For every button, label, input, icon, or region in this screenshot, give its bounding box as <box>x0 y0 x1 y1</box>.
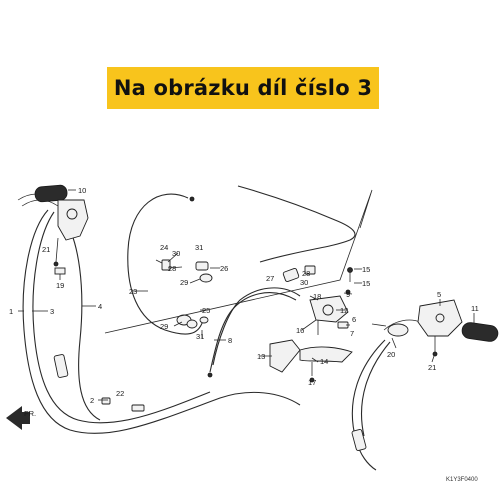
callout-7: 7 <box>350 329 354 338</box>
diagram-code: K1Y3F0400 <box>446 477 478 483</box>
callout-28: 28 <box>168 264 176 273</box>
callout-6: 6 <box>352 315 356 324</box>
brake-lever-bracket <box>282 265 353 335</box>
adjuster-nut <box>195 261 209 271</box>
callout-31-bottom: 31 <box>196 332 204 341</box>
right-handlebar-assembly <box>351 299 499 471</box>
callout-31-top: 31 <box>195 243 203 252</box>
callout-21-right: 21 <box>428 363 436 372</box>
callout-30-top: 30 <box>172 249 180 258</box>
callout-5: 5 <box>437 290 441 299</box>
callout-29-top: 29 <box>180 278 188 287</box>
callout-19: 19 <box>56 281 64 290</box>
callout-20: 20 <box>387 350 395 359</box>
callout-2: 2 <box>90 396 94 405</box>
callout-22: 22 <box>116 389 124 398</box>
callout-30-right: 30 <box>300 278 308 287</box>
arrow-left-icon <box>6 406 30 430</box>
callout-numbers: 10 21 19 1 3 4 2 22 23 24 30 31 28 29 26… <box>9 186 479 483</box>
callout-1: 1 <box>9 307 13 316</box>
brake-levers <box>269 339 353 383</box>
throttle-grip <box>34 184 68 203</box>
part-number-banner: Na obrázku díl číslo 3 <box>107 67 379 109</box>
lever-cover <box>269 339 301 373</box>
throttle-housing <box>57 199 89 241</box>
throttle-grip-assembly <box>34 184 89 280</box>
callout-25: 25 <box>202 306 210 315</box>
right-grip <box>461 322 499 342</box>
callout-14: 14 <box>320 357 328 366</box>
section-divider-line <box>104 189 373 334</box>
banner-text: Na obrázku díl číslo 3 <box>113 76 373 100</box>
brake-cable <box>207 287 301 378</box>
callout-18: 18 <box>313 292 321 301</box>
cable-end-fitting <box>131 404 145 412</box>
direction-label: FR. <box>24 409 36 418</box>
callout-15-bottom: 15 <box>362 279 370 288</box>
callout-10: 10 <box>78 186 86 195</box>
callout-9: 9 <box>346 290 350 299</box>
callout-26: 26 <box>220 264 228 273</box>
callout-4: 4 <box>98 302 102 311</box>
callout-13: 13 <box>257 352 265 361</box>
callout-3: 3 <box>50 307 54 316</box>
callout-12: 12 <box>340 306 348 315</box>
callout-16: 16 <box>296 326 304 335</box>
clutch-cable-assembly <box>127 185 356 338</box>
callout-11: 11 <box>471 304 479 313</box>
callout-29-bottom: 29 <box>160 322 168 331</box>
leader-lines <box>18 189 475 401</box>
callout-15-top: 15 <box>362 265 370 274</box>
front-direction-indicator: FR. <box>6 406 36 430</box>
throttle-cables-left <box>17 193 301 434</box>
cable-clamp <box>101 397 111 405</box>
callout-24: 24 <box>160 243 168 252</box>
callout-23: 23 <box>129 287 137 296</box>
callout-17: 17 <box>308 378 316 387</box>
callout-8: 8 <box>228 336 232 345</box>
callout-21-left: 21 <box>42 245 50 254</box>
callout-28-right: 28 <box>302 269 310 278</box>
callout-27: 27 <box>266 274 274 283</box>
cable-adjuster <box>53 354 69 378</box>
